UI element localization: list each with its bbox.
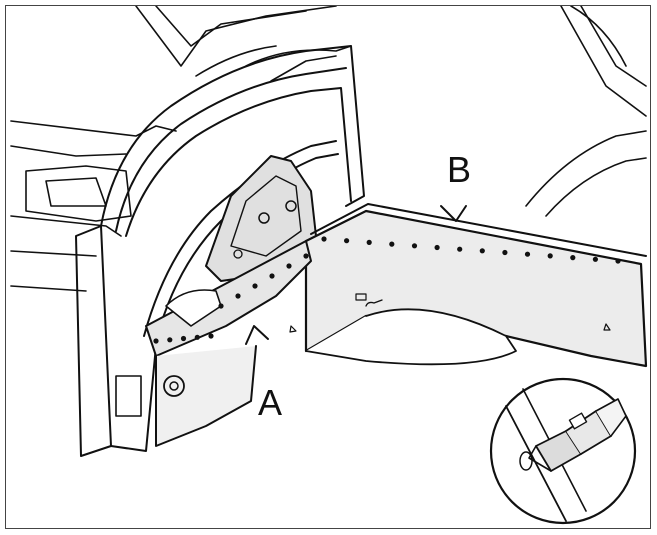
- weld-dot: [235, 293, 241, 299]
- car-body-structure-drawing: [10, 6, 648, 525]
- weld-dot: [252, 283, 258, 289]
- weld-dot: [286, 263, 292, 269]
- weld-dot: [303, 253, 309, 259]
- weld-dot: [194, 334, 200, 340]
- sill-panel-a: [115, 240, 312, 447]
- callout-pointers: [245, 205, 467, 345]
- upper-body-outline: [10, 6, 352, 292]
- weld-dot: [389, 241, 395, 247]
- weld-dot: [208, 333, 214, 339]
- weld-dot: [592, 256, 599, 262]
- weld-dot: [570, 255, 576, 261]
- weld-dot: [457, 246, 463, 252]
- weld-dot: [502, 249, 508, 256]
- weld-dot: [615, 258, 621, 264]
- callout-label-b: B: [447, 149, 472, 190]
- weld-dot: [269, 273, 275, 279]
- weld-dot: [479, 248, 485, 254]
- weld-dot: [218, 303, 224, 309]
- weld-dot: [366, 239, 372, 245]
- weld-dot: [411, 243, 418, 249]
- weld-dot: [321, 236, 327, 242]
- spot-weld-drill-icon: [489, 377, 637, 525]
- weld-dot: [524, 251, 531, 257]
- right-body-outline: [525, 6, 647, 217]
- weld-dot: [344, 238, 350, 244]
- wheel-arch-pillar: [75, 45, 365, 457]
- illustration-frame: A B: [5, 5, 651, 529]
- weld-dot: [434, 244, 440, 251]
- weld-dot: [167, 337, 173, 343]
- weld-dot: [153, 338, 159, 344]
- callout-label-a: A: [258, 382, 283, 423]
- sill-panel-b: [289, 203, 648, 368]
- spot-weld-dots: [153, 236, 621, 344]
- weld-dot: [547, 253, 553, 259]
- weld-dot: [180, 335, 187, 342]
